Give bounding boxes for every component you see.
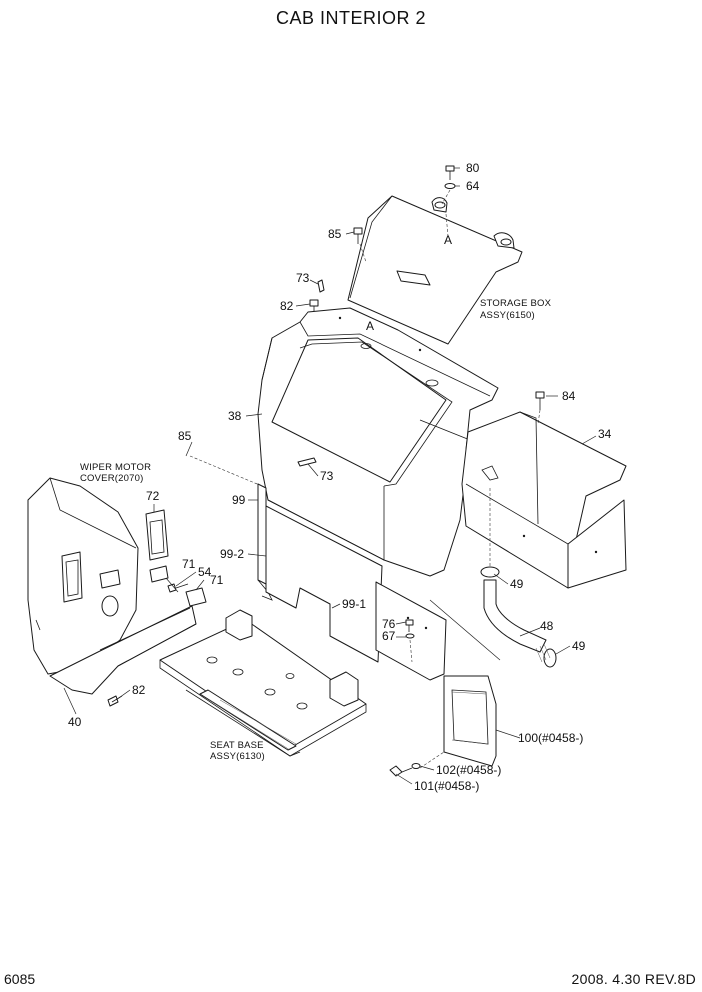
callout-101: 101(#0458-)	[414, 779, 479, 793]
seat-base-label-line1: SEAT BASE	[210, 740, 264, 751]
callout-49-b: 49	[572, 639, 586, 653]
pad-71-b	[185, 587, 207, 607]
seat-base-assy	[159, 609, 367, 757]
callout-40: 40	[68, 715, 82, 729]
callout-72: 72	[146, 489, 160, 503]
callout-71-b: 71	[210, 573, 224, 587]
callout-99: 99	[232, 493, 246, 507]
washer-67	[405, 633, 415, 639]
callout-76: 76	[382, 617, 396, 631]
side-panel-99	[257, 483, 273, 601]
callout-38: 38	[228, 409, 242, 423]
callout-84: 84	[562, 389, 576, 403]
callout-49-a: 49	[510, 577, 524, 591]
callout-99-2: 99-2	[220, 547, 244, 561]
seat-base-label-line2: ASSY(6130)	[210, 751, 265, 762]
cover-bottom-rail	[49, 605, 197, 695]
cushion-72	[145, 509, 169, 561]
callout-64: 64	[466, 179, 480, 193]
callout-102: 102(#0458-)	[436, 763, 501, 777]
wiper-cover-label-line1: WIPER MOTOR	[80, 462, 151, 473]
pad-71-a	[149, 565, 169, 583]
revision-date: 2008. 4.30 REV.8D	[571, 971, 696, 987]
callout-ref-a-top: A	[444, 233, 452, 247]
callout-100: 100(#0458-)	[518, 731, 583, 745]
storage-box-lid	[347, 195, 523, 345]
callout-82-top: 82	[280, 299, 294, 313]
clip-73-top	[317, 279, 325, 293]
callout-73-mid: 73	[320, 469, 334, 483]
washer-102	[411, 763, 421, 769]
callout-67: 67	[382, 629, 396, 643]
page-title: CAB INTERIOR 2	[275, 8, 427, 28]
page-number: 6085	[4, 971, 36, 987]
callout-85-top: 85	[328, 227, 342, 241]
callout-82-bottom: 82	[132, 683, 146, 697]
bolt-54	[167, 583, 189, 593]
wiper-cover-label-line2: COVER(2070)	[80, 473, 143, 484]
callout-54: 54	[198, 565, 212, 579]
manual-holder-100	[443, 675, 497, 767]
bolt-84	[535, 391, 545, 410]
callout-85-left: 85	[178, 429, 192, 443]
washer-64	[444, 183, 456, 189]
partition-99-1	[375, 581, 447, 681]
callout-71-a: 71	[182, 557, 196, 571]
clip-73-mid	[297, 457, 317, 467]
wing-bolt-101	[389, 765, 413, 777]
bolt-85-top	[353, 227, 363, 244]
callout-48: 48	[540, 619, 554, 633]
callout-73-top: 73	[296, 271, 310, 285]
wiper-motor-cover	[27, 477, 139, 675]
callout-99-1: 99-1	[342, 597, 366, 611]
storage-box-label-line1: STORAGE BOX	[480, 298, 552, 309]
bolt-76	[405, 619, 414, 632]
bolt-80	[445, 165, 455, 180]
storage-box	[461, 411, 627, 589]
callout-80: 80	[466, 161, 480, 175]
rear-cover-panel	[257, 307, 499, 577]
callout-34: 34	[598, 427, 612, 441]
storage-box-label-line2: ASSY(6150)	[480, 310, 535, 321]
callout-ref-a-panel: A	[366, 319, 374, 333]
